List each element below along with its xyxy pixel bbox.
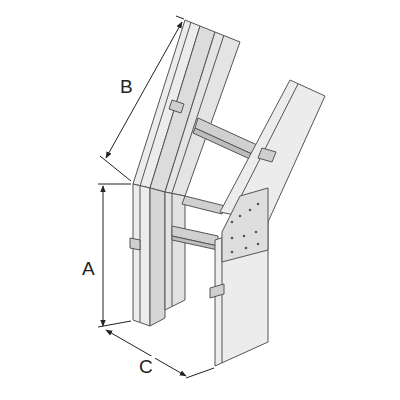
rung bbox=[182, 196, 225, 214]
bolt bbox=[239, 215, 242, 218]
bolt bbox=[245, 247, 248, 250]
splice-plate bbox=[222, 188, 268, 262]
hold-down-clip bbox=[130, 238, 140, 250]
bolt bbox=[231, 251, 234, 254]
dimension-letter: C bbox=[137, 356, 155, 377]
bolt bbox=[243, 235, 246, 238]
bolt bbox=[249, 209, 252, 212]
bolt bbox=[231, 221, 234, 224]
bolt bbox=[231, 237, 234, 240]
bolt bbox=[257, 203, 260, 206]
splice-bolts bbox=[231, 203, 260, 254]
right-rail-upper bbox=[220, 80, 325, 222]
bolt bbox=[257, 243, 260, 246]
bolt bbox=[255, 231, 258, 234]
hold-down-clip bbox=[169, 100, 184, 113]
dimension-letter: B bbox=[118, 76, 135, 97]
hold-down-clip bbox=[210, 284, 224, 298]
hold-down-clip bbox=[258, 148, 276, 162]
dimension-lines bbox=[98, 16, 214, 378]
dimension-letter: A bbox=[80, 258, 97, 279]
left-rail-lower bbox=[133, 184, 150, 326]
